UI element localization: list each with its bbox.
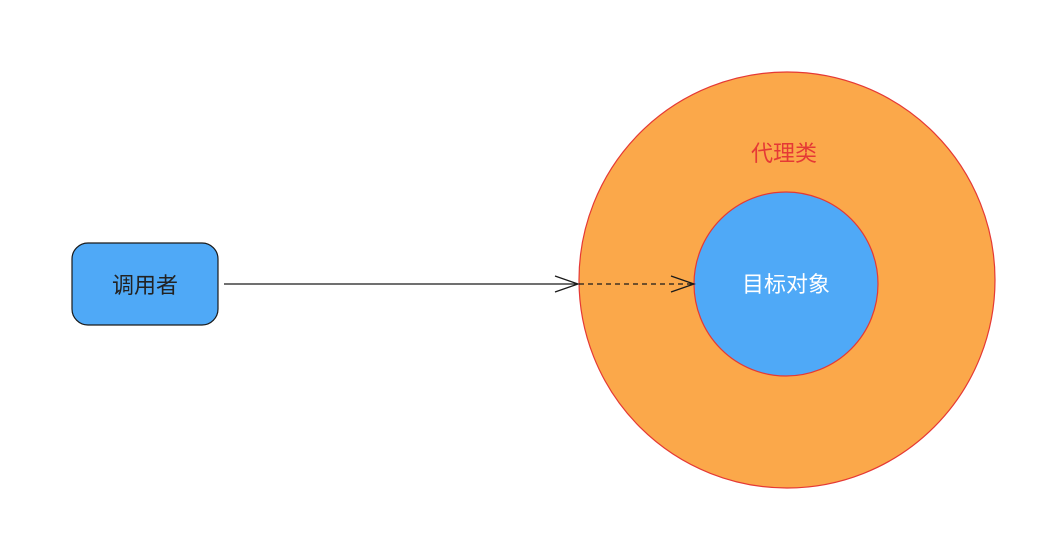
target-object-label: 目标对象 <box>742 273 830 298</box>
caller-box <box>71 242 219 326</box>
proxy-class-label: 代理类 <box>751 142 817 167</box>
caller-label: 调用者 <box>112 274 178 299</box>
delegate-arrowhead <box>670 275 696 293</box>
call-arrowhead <box>554 275 580 293</box>
